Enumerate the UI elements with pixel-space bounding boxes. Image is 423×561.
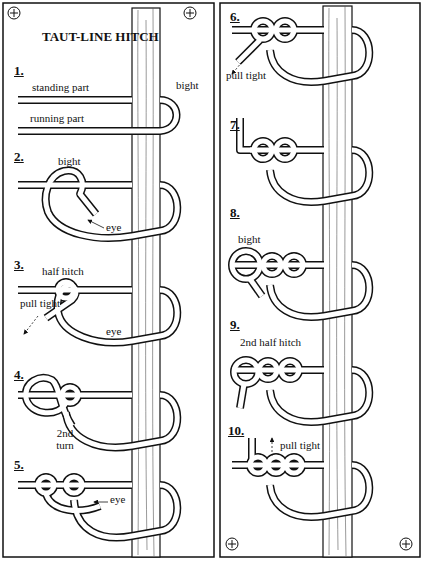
rope-fill <box>18 21 369 538</box>
part-label: bight <box>176 80 199 92</box>
pull-arrow <box>272 438 273 456</box>
part-label: bight <box>238 234 261 246</box>
step-number: 10. <box>228 424 244 438</box>
part-label: standing part <box>32 82 89 94</box>
part-label: bight <box>58 156 81 168</box>
step-number: 3. <box>14 258 24 272</box>
rope-outline <box>18 21 369 538</box>
corner-mark <box>228 540 236 548</box>
corner-mark <box>10 9 18 17</box>
corner-mark <box>184 7 196 19</box>
part-label: 2nd turn <box>50 428 80 451</box>
part-label: pull tight <box>280 440 320 452</box>
part-label: half hitch <box>42 266 84 278</box>
part-label: eye <box>106 326 121 338</box>
step-number: 5. <box>14 458 24 472</box>
pointer-arrows <box>24 62 272 502</box>
pole <box>323 6 352 557</box>
step-number: 2. <box>14 150 24 164</box>
part-label: eye <box>106 222 121 234</box>
title: TAUT-LINE HITCH <box>42 30 159 44</box>
part-label: 2nd half hitch <box>240 337 301 349</box>
corner-mark <box>186 9 194 17</box>
part-label: eye <box>110 494 125 506</box>
step-number: 9. <box>230 318 240 332</box>
corner-mark <box>400 538 412 550</box>
corner-mark <box>402 540 410 548</box>
pointer-arrow <box>94 502 108 503</box>
wood-grain <box>329 6 346 556</box>
step-number: 8. <box>230 206 240 220</box>
corner-mark <box>226 538 238 550</box>
corner-mark <box>8 7 20 19</box>
part-label: running part <box>30 113 84 125</box>
pointer-arrow <box>88 220 104 228</box>
pull-arrow <box>24 316 38 334</box>
step-number: 1. <box>14 64 24 78</box>
step-number: 4. <box>14 368 24 382</box>
step-number: 6. <box>230 10 240 24</box>
pole <box>132 8 160 557</box>
wood-grain <box>138 8 154 556</box>
part-label: pull tight <box>20 298 60 310</box>
step-number: 7. <box>230 118 240 132</box>
part-label: pull tight <box>226 70 266 82</box>
panel-frame <box>3 3 214 557</box>
